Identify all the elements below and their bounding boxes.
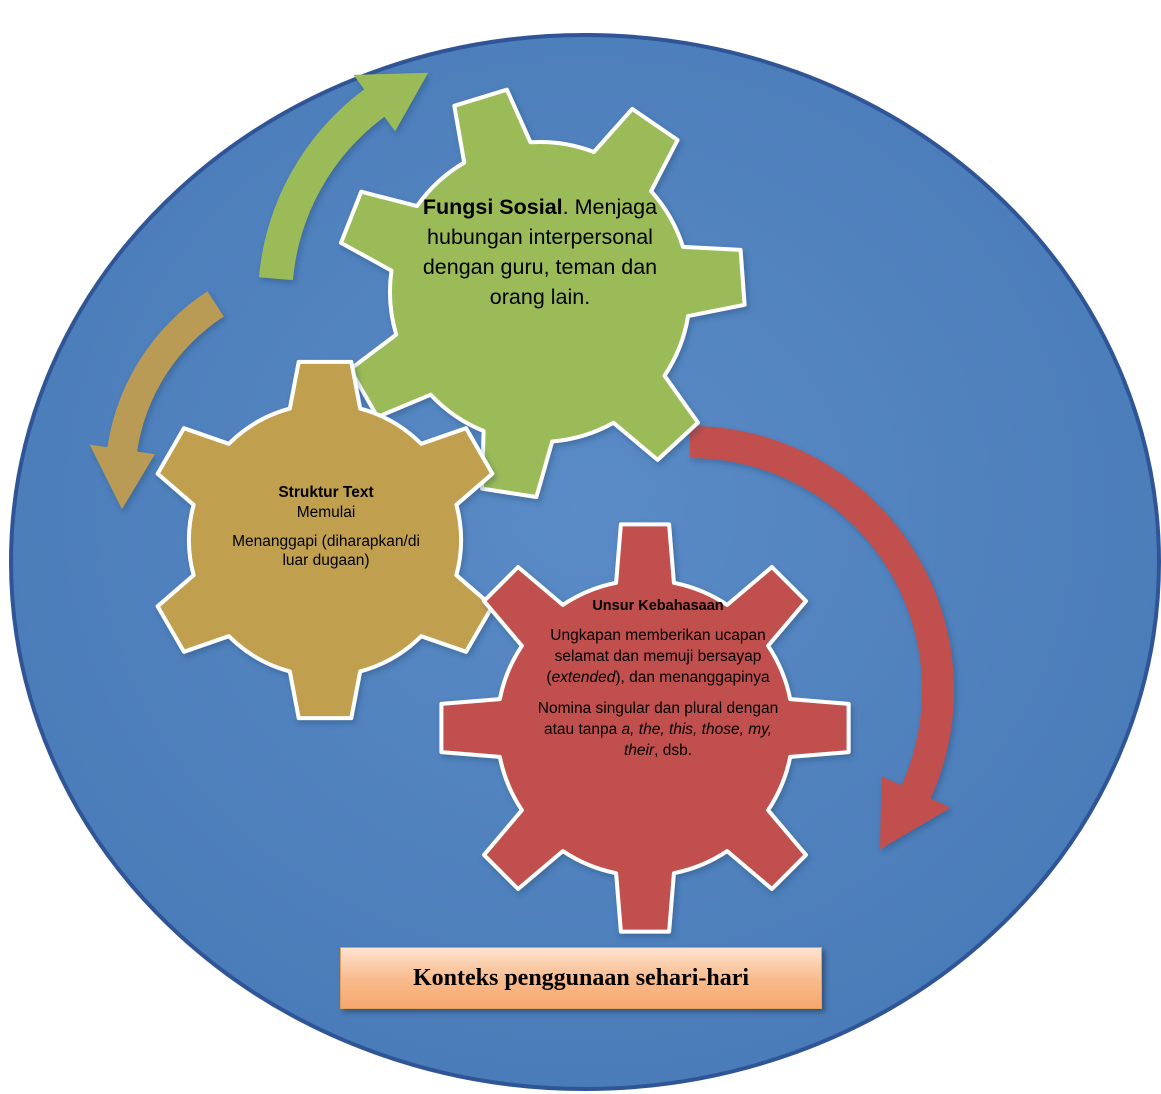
unsur-kebahasaan-paragraph-1: Ungkapan memberikan ucapan selamat dan m… [528, 625, 788, 688]
paragraph-2-text-a: Nomina singular dan plural dengan atau t… [537, 699, 779, 739]
unsur-kebahasaan-title: Unsur Kebahasaan [592, 598, 724, 614]
unsur-kebahasaan-gear [439, 522, 851, 934]
unsur-kebahasaan-paragraph-2: Nomina singular dan plural dengan atau t… [528, 698, 788, 761]
tan-curved-arrow [89, 291, 224, 510]
paragraph-2-emphasis: a, the, this, those, my, their [621, 721, 773, 760]
fungsi-sosial-body: Menjaga hubungan interpersonal dengan gu… [422, 195, 658, 310]
context-label-box: Konteks penggunaan sehari-hari [340, 947, 822, 1009]
struktur-text-text: Struktur Text Memulai Menanggapi (dihara… [226, 483, 426, 571]
struktur-text-line-menanggapi: Menanggapi (diharapkan/di luar dugaan) [232, 532, 420, 570]
background-circle [9, 33, 1161, 1091]
paragraph-2-text-b: , dsb. [654, 742, 693, 760]
red-curved-arrow [690, 426, 954, 850]
fungsi-sosial-title-period: . [562, 195, 569, 219]
struktur-text-title: Struktur Text [278, 484, 374, 501]
struktur-text-gear [155, 359, 495, 721]
fungsi-sosial-text: Fungsi Sosial. Menjaga hubungan interper… [405, 192, 675, 312]
unsur-kebahasaan-text: Unsur Kebahasaan Ungkapan memberikan uca… [528, 597, 788, 761]
green-curved-arrow [259, 72, 429, 281]
paragraph-1-text-a: Ungkapan memberikan ucapan selamat dan m… [546, 626, 766, 686]
fungsi-sosial-gear [339, 87, 747, 499]
context-label: Konteks penggunaan sehari-hari [412, 964, 750, 991]
fungsi-sosial-title: Fungsi Sosial [422, 195, 563, 219]
paragraph-1-emphasis: extended [551, 668, 616, 686]
struktur-text-line-memulai: Memulai [296, 503, 356, 521]
paragraph-1-text-b: ), dan menanggapinya [615, 668, 770, 686]
